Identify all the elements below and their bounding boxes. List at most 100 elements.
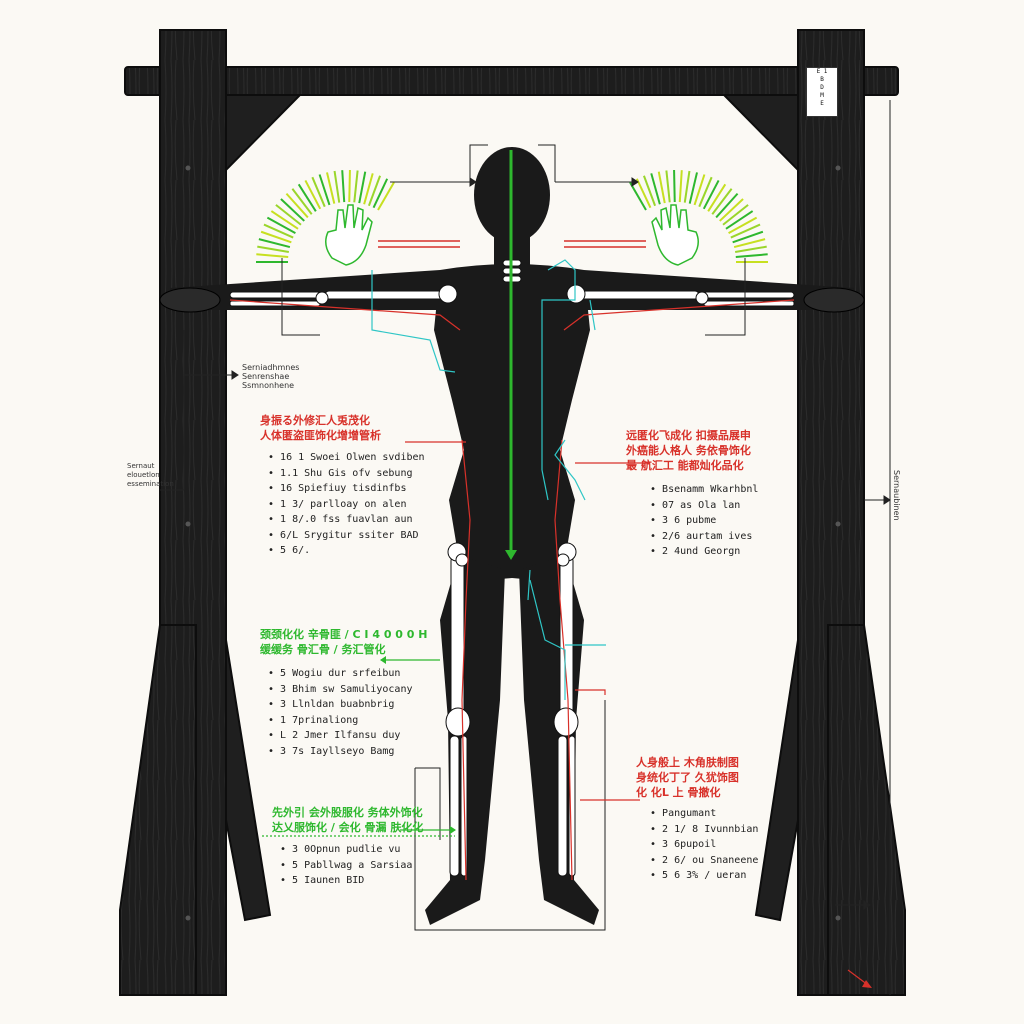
fan-ray xyxy=(732,230,764,244)
fan-ray xyxy=(702,180,720,210)
fan-ray xyxy=(372,178,389,209)
heading-line: 远匿化飞成化 扣摄品展申 xyxy=(626,429,751,442)
fan-ray xyxy=(642,175,657,207)
list-item: 16 1 Swoei Olwen svdiben xyxy=(268,450,425,466)
fan-ray xyxy=(734,245,767,253)
fan-ray xyxy=(711,188,733,215)
fan-ray xyxy=(730,223,761,239)
list-item: 16 Spiefiuy tisdinfbs xyxy=(268,481,425,497)
label-plate: E 1 B D M E xyxy=(806,67,838,117)
heading-line: 人体匿盗匪饰化增增管析 xyxy=(260,429,381,442)
fan-ray xyxy=(367,175,382,207)
list-item: 3 0Opnun pudlie vu xyxy=(280,842,412,858)
middle-left-list: 5 Wogiu dur srfeibun 3 Bhim sw Samuliyoc… xyxy=(268,666,413,760)
fan-ray xyxy=(257,245,290,253)
fan-ray xyxy=(725,210,754,230)
heading-line: 先外引 会外股服化 务体外饰化 xyxy=(272,806,423,819)
fan-ray xyxy=(678,170,683,203)
wooden-frame xyxy=(119,29,906,996)
left-outer-leg xyxy=(119,624,197,996)
fan-ray xyxy=(715,192,739,219)
plate-line: B xyxy=(820,76,824,83)
list-item: Pangumant xyxy=(650,806,758,822)
fan-ray xyxy=(263,223,294,239)
list-item: 5 Wogiu dur srfeibun xyxy=(268,666,413,682)
fan-ray xyxy=(693,174,706,206)
list-item: 2 6/ ou Snaneene xyxy=(650,853,758,869)
list-item: 3 Llnldan buabnbrig xyxy=(268,697,413,713)
fan-ray xyxy=(260,230,292,244)
list-item: 3 Bhim sw Samuliyocany xyxy=(268,682,412,698)
fan-ray xyxy=(326,172,336,204)
fan-ray xyxy=(266,216,296,234)
heading-line: 身振る外修汇人兎茂化 xyxy=(260,414,370,427)
fan-ray xyxy=(280,198,305,222)
heading-line: 身统化丁了 久犹饰图 xyxy=(636,771,739,784)
fan-ray xyxy=(688,172,698,204)
plate-line: E xyxy=(820,100,824,107)
right-hand-icon xyxy=(629,169,768,266)
heading-line: 人身般上 木角肤制图 xyxy=(636,756,739,769)
lower-right-list: Pangumant 2 1/ 8 Ivunnbian 3 6pupoil 2 6… xyxy=(650,806,758,884)
left-side-note-line: essemination xyxy=(127,480,174,488)
list-item: 07 as Ola lan xyxy=(650,498,758,514)
lower-left-list: 3 0Opnun pudlie vu 5 Pabllwag a Sarsiaa … xyxy=(280,842,412,889)
list-item: 5 Pabllwag a Sarsiaa xyxy=(280,858,412,874)
fan-ray xyxy=(291,188,313,215)
plate-line: D xyxy=(820,84,824,91)
fan-ray xyxy=(673,169,676,203)
fan-ray xyxy=(683,170,691,203)
middle-left-heading: 颈颈化化 辛骨匪 / C I 4 0 0 0 H 缓缓务 骨汇骨 / 务汇管化 xyxy=(260,627,427,657)
upper-left-heading: 身振る外修汇人兎茂化 人体匿盗匪饰化增增管析 xyxy=(260,413,381,443)
upper-right-heading: 远匿化飞成化 扣摄品展申 外癌能人格人 务依骨饰化 最 航汇工 能都灿化品化 xyxy=(626,428,751,473)
fan-ray xyxy=(733,238,766,249)
heading-line: 缓缓务 骨汇骨 / 务汇管化 xyxy=(260,643,386,656)
fan-ray xyxy=(333,170,341,203)
heading-line: 颈颈化化 辛骨匪 / C I 4 0 0 0 H xyxy=(260,628,428,641)
left-small-note-line: Senrenshae xyxy=(242,372,290,381)
fan-ray xyxy=(256,253,289,258)
left-small-note: Serniadhmnes Senrenshae Ssmnonhene xyxy=(242,363,299,390)
list-item: 3 7s Iayllseyo Bamg xyxy=(268,744,413,760)
list-item: 2/6 aurtam ives xyxy=(650,529,758,545)
list-item: Bsenamm Wkarhbnl xyxy=(650,482,758,498)
heading-line: 化 化L 上 骨撤化 xyxy=(636,786,721,799)
fan-ray xyxy=(270,210,299,230)
fan-ray xyxy=(341,170,346,203)
fan-ray xyxy=(304,180,322,210)
fan-ray xyxy=(698,176,713,208)
fan-ray xyxy=(311,176,326,208)
right-inner-leg xyxy=(754,639,799,922)
list-item: 3 6 pubme xyxy=(650,513,758,529)
lower-left-heading: 先外引 会外股服化 务体外饰化 达乂服饰化 / 会化 骨漏 肤化化 xyxy=(272,805,423,835)
list-item: 6/L Srygitur ssiter BAD xyxy=(268,528,425,544)
plate-line: M xyxy=(820,92,824,99)
left-side-note: Sernaut elouetlon essemination xyxy=(127,462,174,489)
right-top-brace xyxy=(721,94,799,173)
fan-ray xyxy=(275,204,302,226)
upper-right-list: Bsenamm Wkarhbnl 07 as Ola lan 3 6 pubme… xyxy=(650,482,758,560)
fan-ray xyxy=(285,192,309,219)
list-item: 2 4und Georgn xyxy=(650,544,758,560)
left-small-note-line: Ssmnonhene xyxy=(242,381,295,390)
fan-ray xyxy=(707,183,727,212)
fan-ray xyxy=(258,238,291,249)
list-item: 5 6 3% / ueran xyxy=(650,868,758,884)
fan-ray xyxy=(348,169,351,203)
list-item: L 2 Jmer Ilfansu duy xyxy=(268,728,413,744)
upper-left-list: 16 1 Swoei Olwen svdiben 1.1 Shu Gis ofv… xyxy=(268,450,425,559)
list-item: 5 6/. xyxy=(268,543,425,559)
fan-ray xyxy=(377,181,395,211)
nerve-lines xyxy=(229,150,795,881)
fan-ray xyxy=(665,170,671,203)
heading-line: 最 航汇工 能都灿化品化 xyxy=(626,459,744,472)
fan-ray xyxy=(650,173,661,205)
list-item: 1.1 Shu Gis ofv sebung xyxy=(268,466,425,482)
fan-ray xyxy=(722,204,749,226)
list-item: 5 Iaunen BID xyxy=(280,873,412,889)
list-item: 1 8/.0 fss fuavlan aun xyxy=(268,512,425,528)
fan-ray xyxy=(657,171,666,204)
fan-ray xyxy=(728,216,758,234)
